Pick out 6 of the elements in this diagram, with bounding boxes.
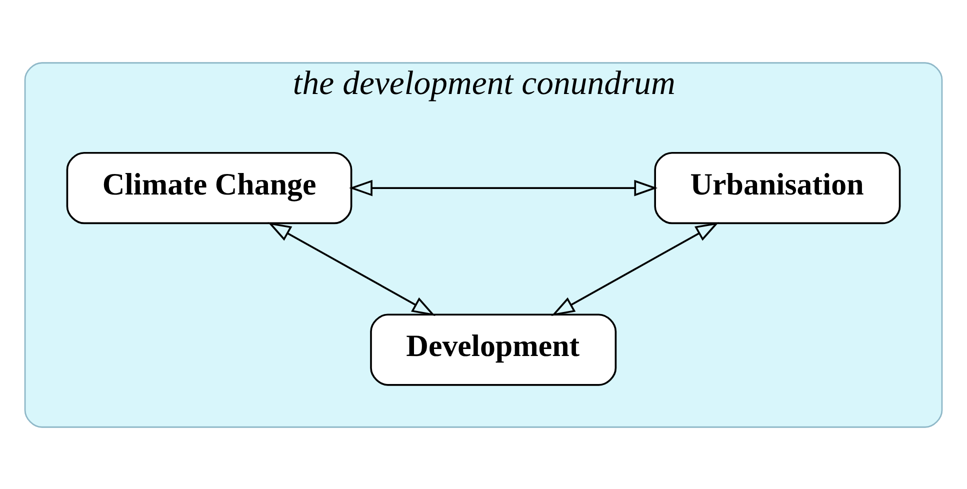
node-box: Urbanisation (654, 151, 901, 224)
arrow (268, 222, 436, 316)
node-box: Development (370, 313, 617, 386)
arrow (551, 222, 719, 316)
node-box: Climate Change (66, 151, 352, 224)
arrow (349, 179, 658, 196)
